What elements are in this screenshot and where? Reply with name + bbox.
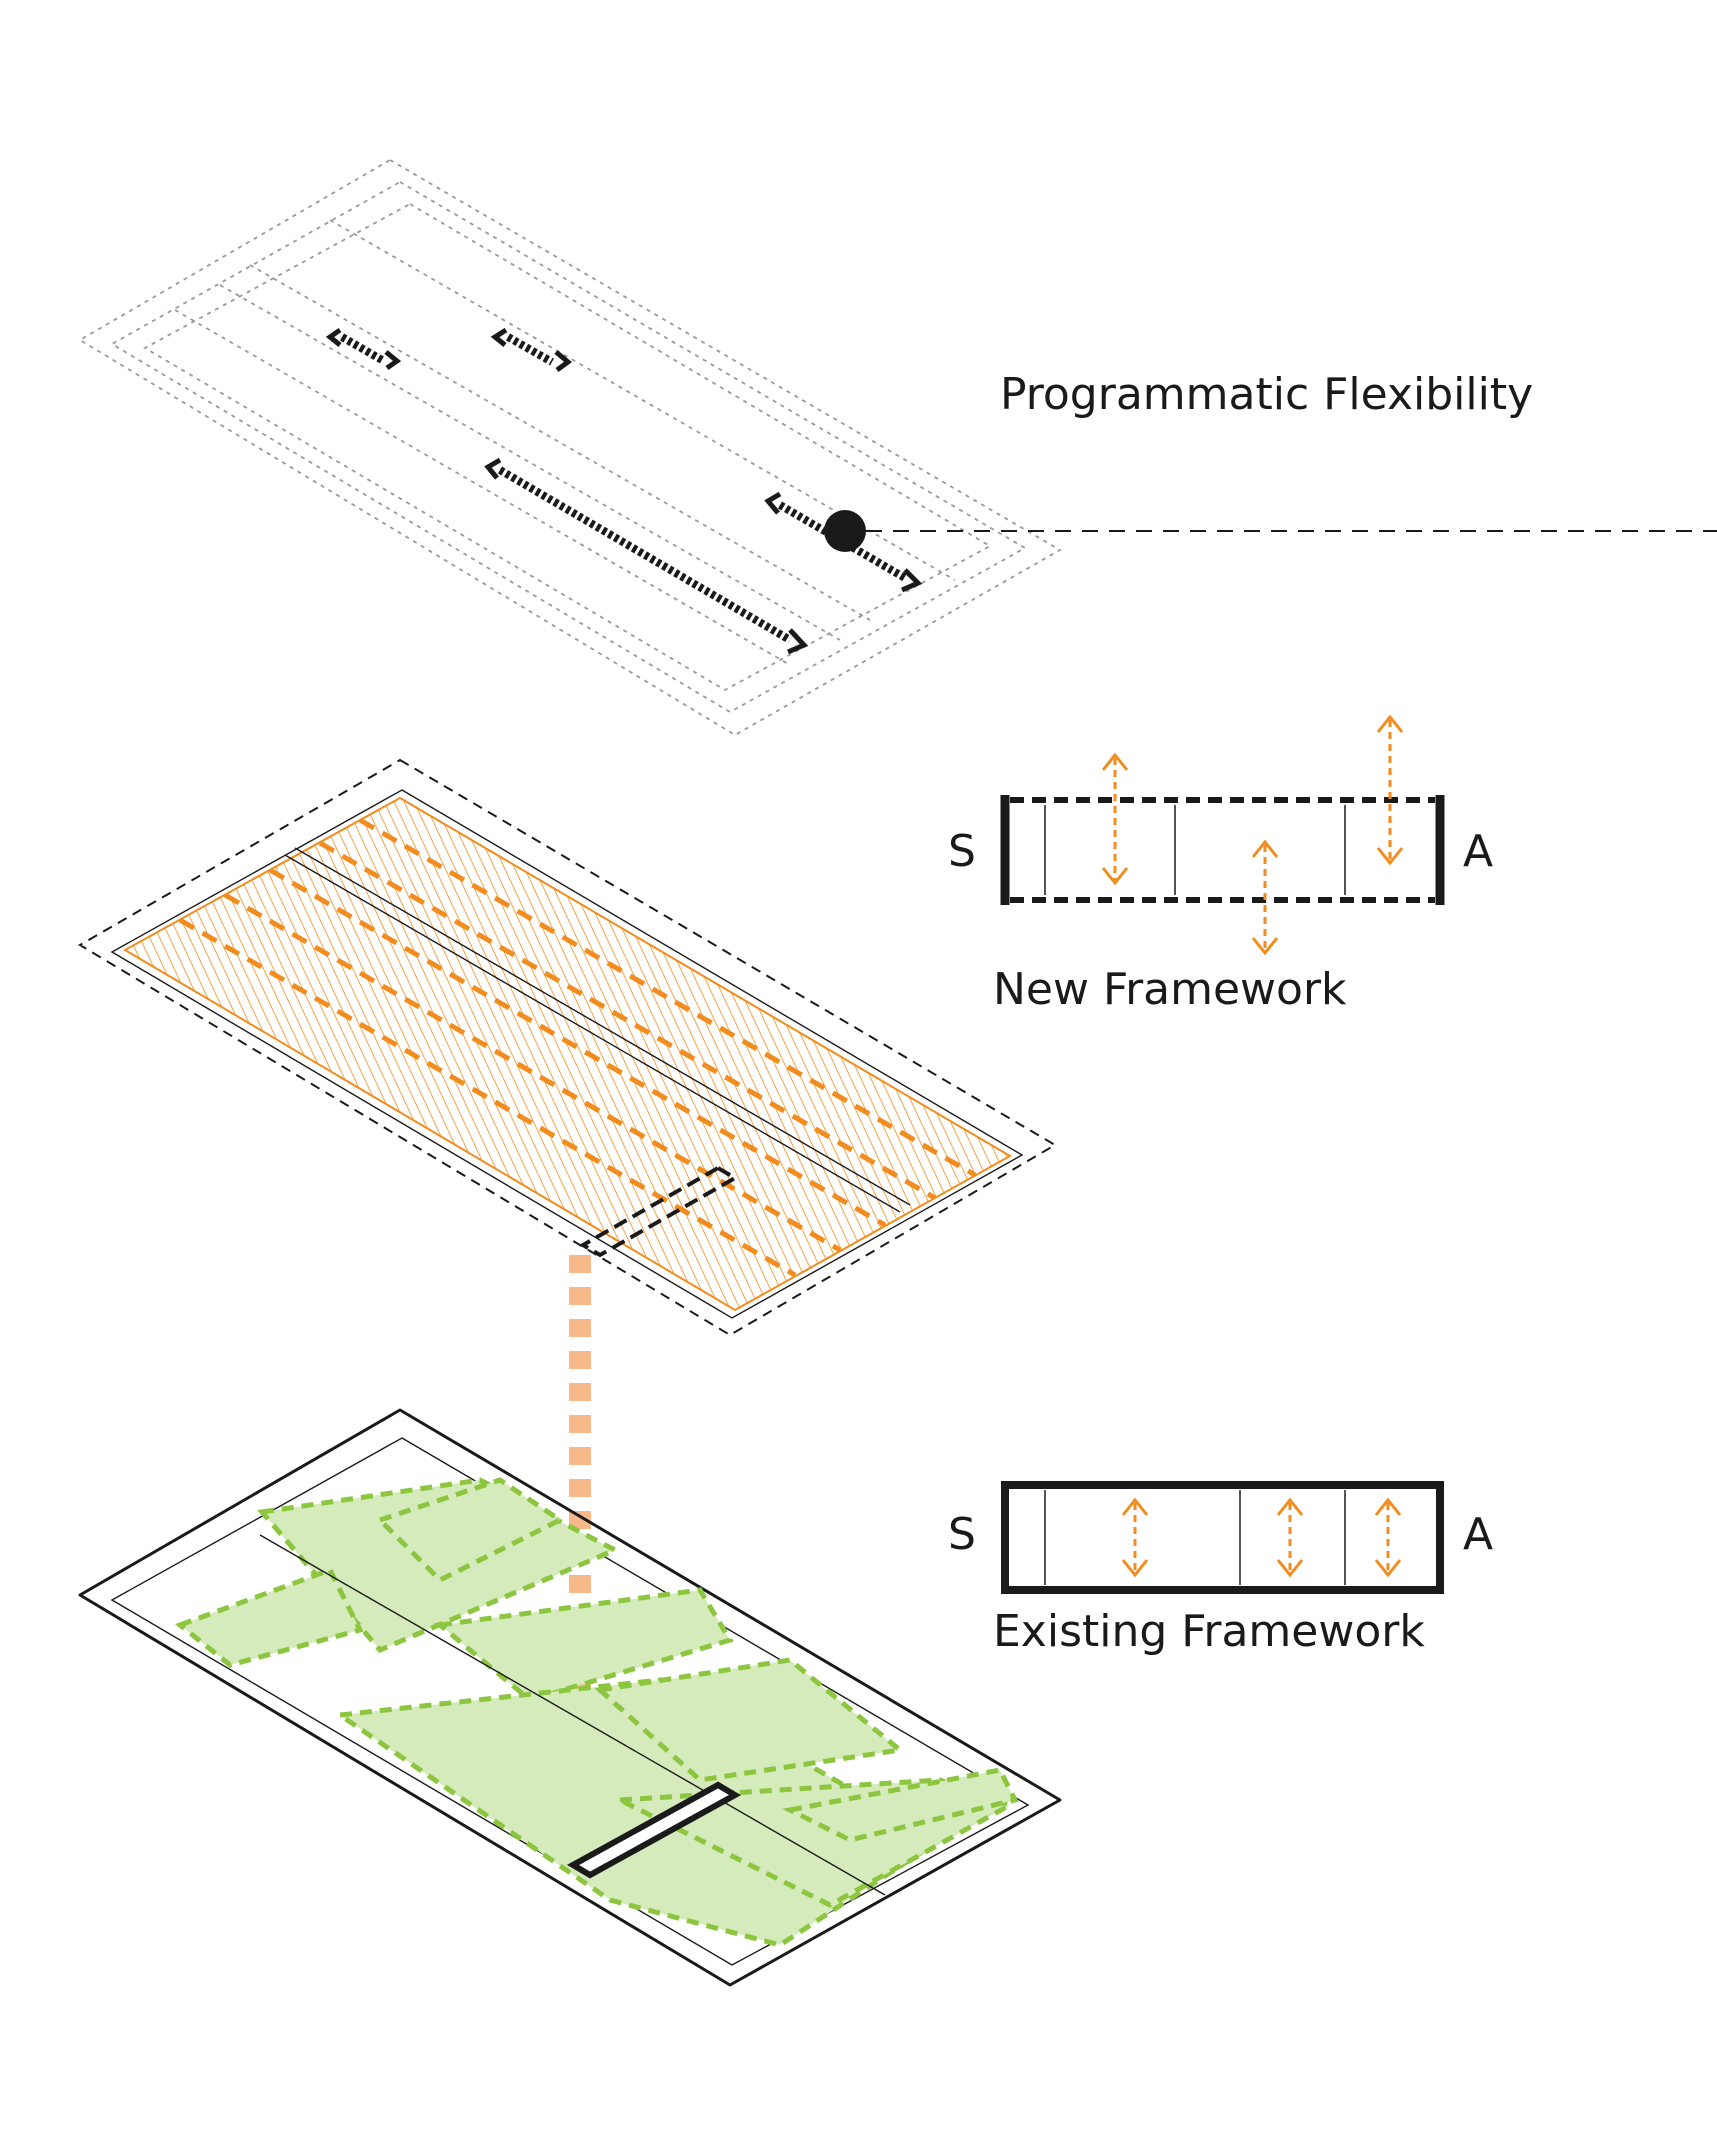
green-zone: [782, 1767, 1019, 1843]
orange-band-line: [268, 867, 887, 1228]
new-framework-section: [1000, 714, 1445, 956]
green-zone: [375, 1477, 565, 1584]
programmatic-outline-inner-1: [110, 180, 1027, 714]
existing-framework-layer: [78, 1408, 1062, 1987]
dot-marker-icon: [824, 510, 866, 552]
programmatic-outline-inner-2: [143, 202, 992, 692]
new-framework-left-label: S: [948, 826, 976, 877]
existing-opening: [566, 1781, 742, 1879]
new-framework-label: New Framework: [993, 964, 1347, 1015]
double-arrow-icon: [484, 457, 809, 655]
programmatic-layer: [78, 158, 1717, 737]
programmatic-flexibility-label: Programmatic Flexibility: [1000, 369, 1534, 420]
orange-band-line: [358, 817, 977, 1178]
existing-framework-left-label: S: [948, 1509, 976, 1560]
existing-framework-right-label: A: [1463, 1509, 1494, 1560]
orange-band-line: [223, 892, 842, 1253]
existing-framework-section: [1001, 1481, 1444, 1594]
existing-framework-label: Existing Framework: [993, 1606, 1425, 1657]
double-arrow-icon: [1101, 752, 1129, 886]
new-framework-inner-outline: [110, 789, 1024, 1319]
programmatic-outline: [78, 158, 1062, 737]
new-framework-layer: [78, 758, 1057, 1748]
double-arrow-icon: [1121, 1497, 1149, 1578]
orange-band-line: [178, 917, 797, 1278]
existing-framework-outline: [78, 1408, 1062, 1987]
new-framework-right-label: A: [1463, 826, 1494, 877]
opening-marker: [579, 1165, 739, 1258]
double-arrow-icon: [1251, 839, 1279, 956]
green-zone: [434, 1587, 734, 1703]
orange-hatched-slab: [122, 796, 1013, 1312]
orange-band-line: [318, 840, 937, 1201]
double-arrow-icon: [1376, 714, 1404, 866]
green-zone: [594, 1657, 906, 1783]
double-arrow-icon: [325, 327, 402, 371]
double-arrow-icon: [490, 327, 573, 373]
double-arrow-icon: [1374, 1497, 1402, 1578]
double-arrow-icon: [1276, 1497, 1304, 1578]
green-zone: [174, 1566, 364, 1668]
